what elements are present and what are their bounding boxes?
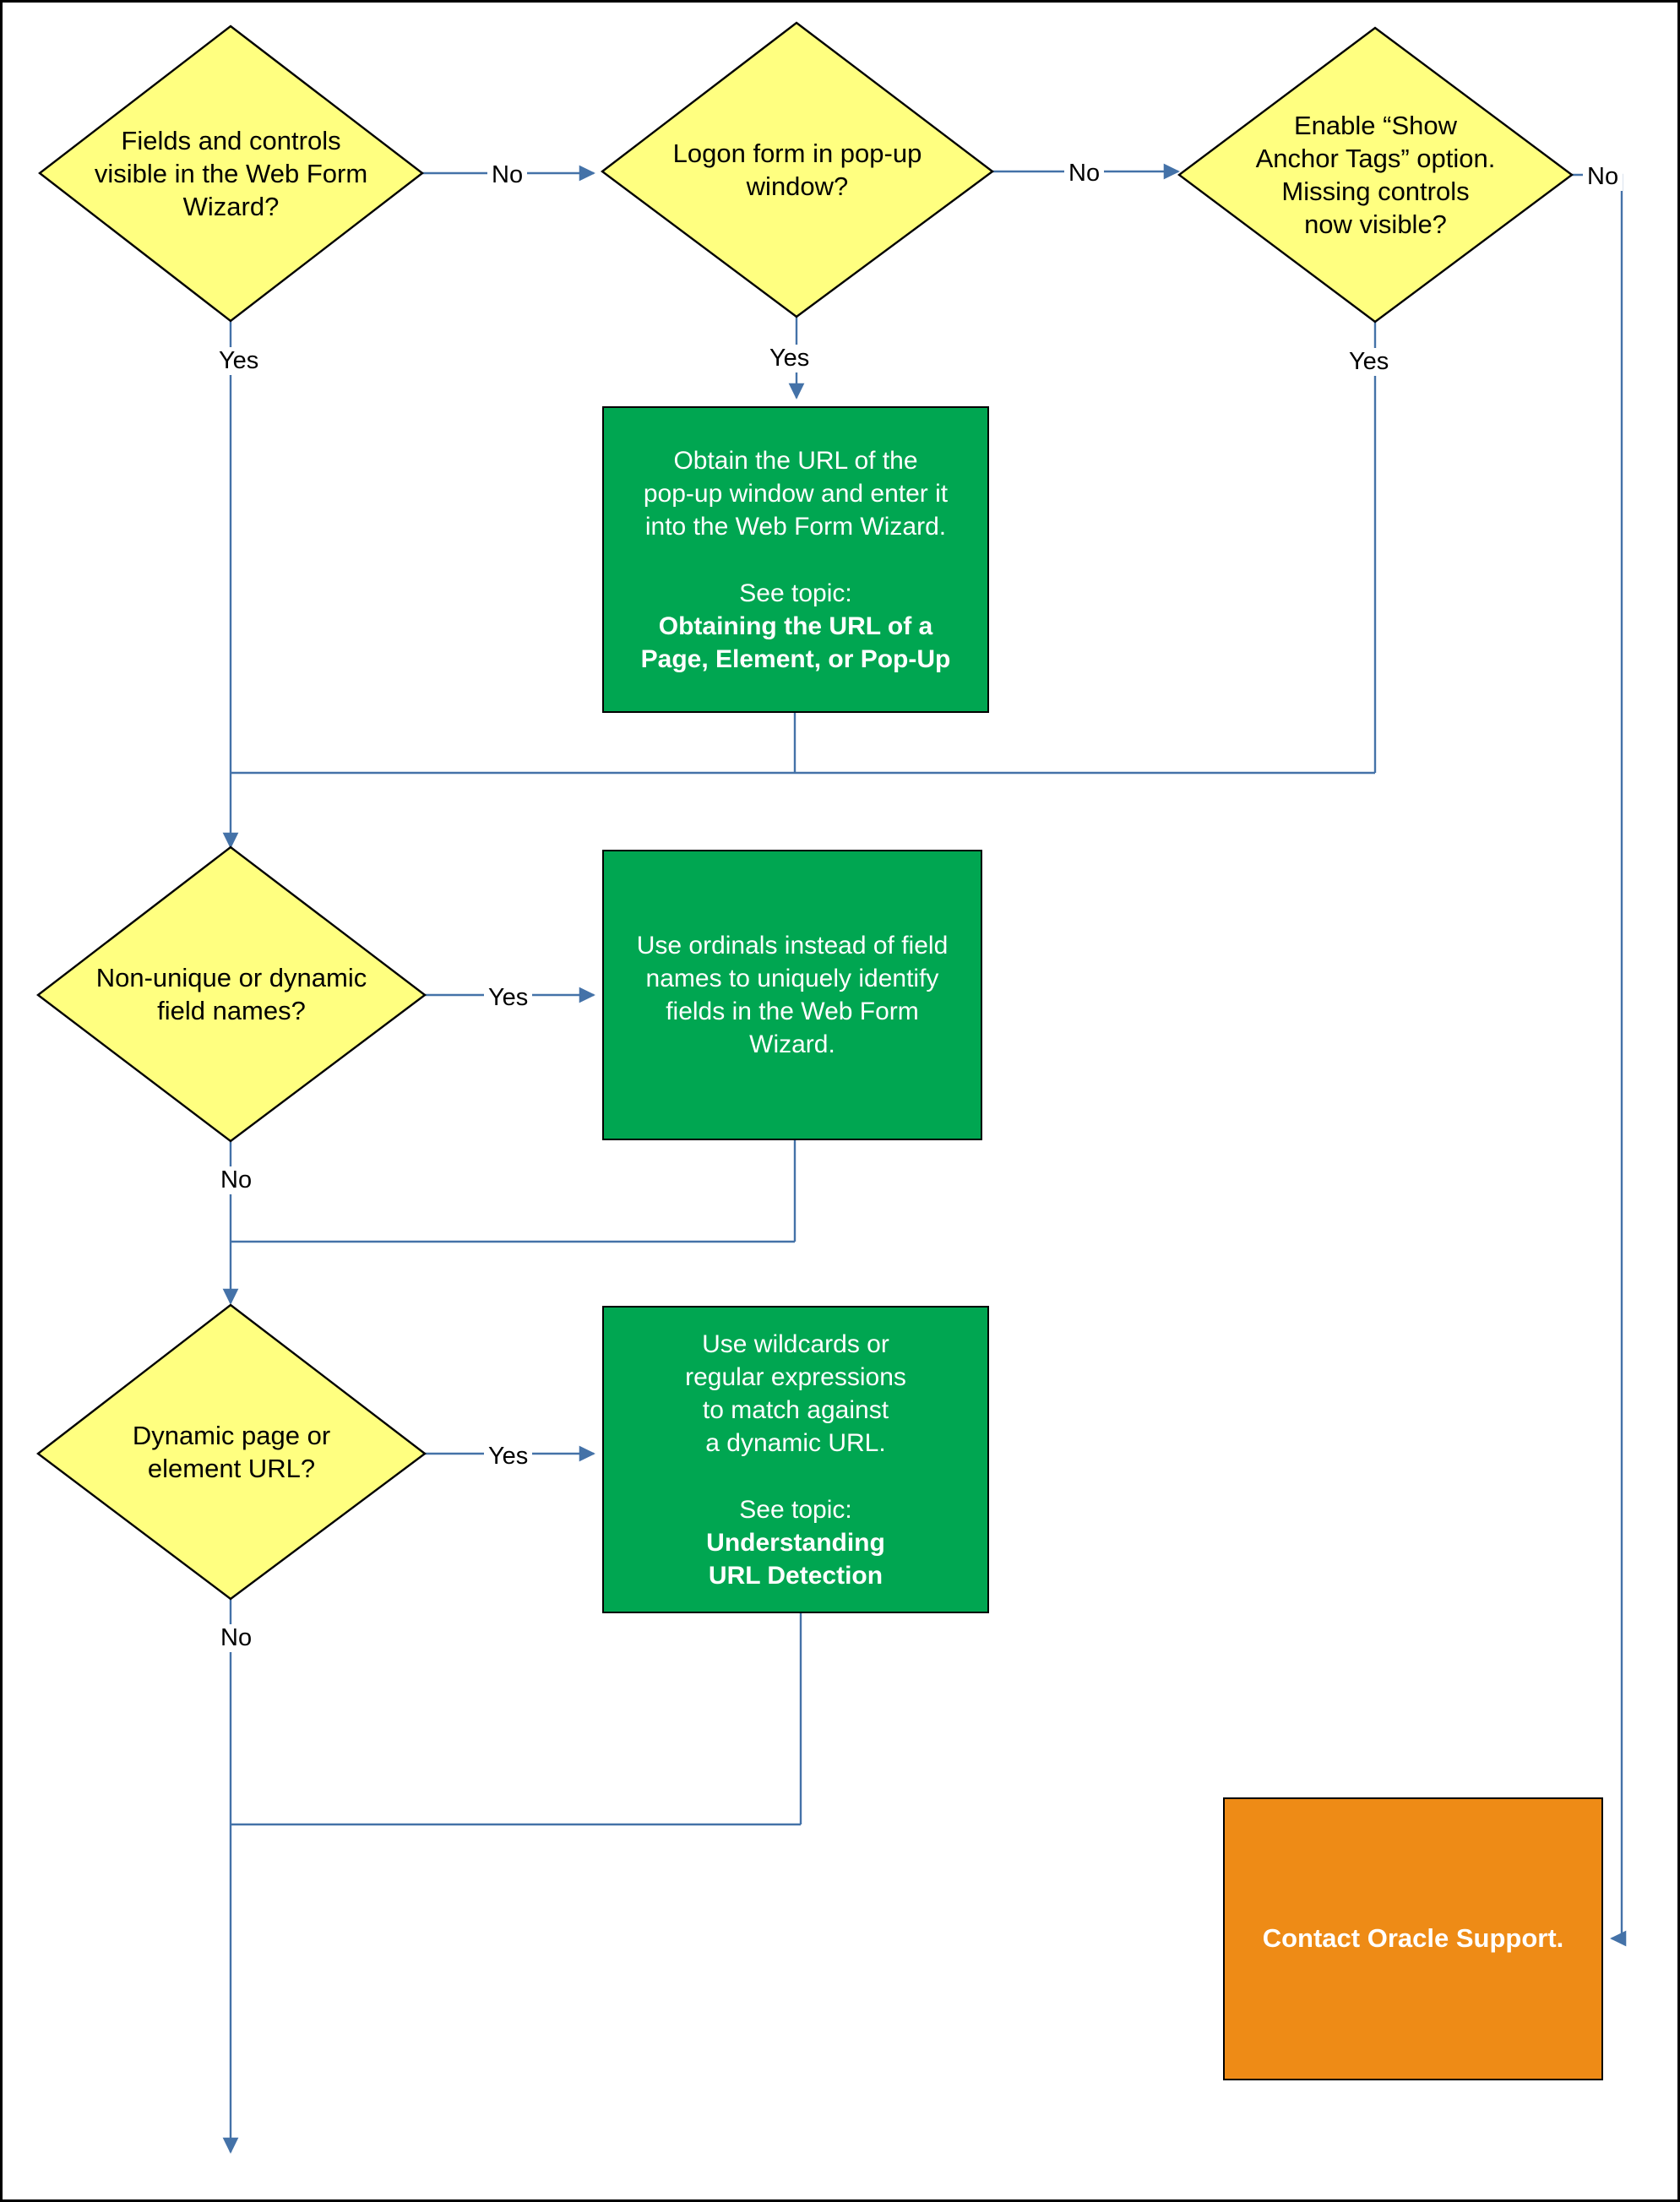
edge-label-d1-yes: Yes bbox=[215, 347, 264, 375]
decision-show-anchor-tags[interactable]: Enable “Show Anchor Tags” option. Missin… bbox=[1179, 28, 1572, 322]
edge-d3-no-to-support bbox=[1572, 173, 1627, 1947]
edge-label-d2-yes: Yes bbox=[765, 345, 814, 372]
action-use-wildcards-text: Use wildcards or regular expressions to … bbox=[685, 1329, 906, 1457]
decision-shape-d5 bbox=[36, 1303, 427, 1601]
decision-dynamic-url-label: Dynamic page or element URL? bbox=[132, 1420, 331, 1483]
decision-shape-d4 bbox=[36, 845, 427, 1143]
edge-label-d2-no: No bbox=[1064, 160, 1105, 188]
terminal-contact-oracle-support[interactable]: Contact Oracle Support. bbox=[1223, 1797, 1603, 2080]
decision-shape-d3 bbox=[1177, 26, 1574, 324]
action-obtain-popup-url[interactable]: Obtain the URL of the pop-up window and … bbox=[602, 406, 989, 713]
decision-logon-popup[interactable]: Logon form in pop-up window? bbox=[602, 23, 992, 317]
action-obtain-popup-url-text: Obtain the URL of the pop-up window and … bbox=[643, 446, 949, 541]
action-use-wildcards-topic-link[interactable]: Understanding URL Detection bbox=[706, 1528, 885, 1590]
edge-label-d3-no: No bbox=[1583, 163, 1623, 191]
decision-shape-d2 bbox=[601, 21, 995, 318]
edge-label-d3-yes: Yes bbox=[1345, 348, 1394, 376]
action-obtain-popup-url-see-topic: See topic: bbox=[739, 579, 852, 607]
edge-label-d4-no: No bbox=[216, 1166, 257, 1194]
decision-dynamic-url[interactable]: Dynamic page or element URL? bbox=[38, 1305, 425, 1599]
action-use-ordinals[interactable]: Use ordinals instead of field names to u… bbox=[602, 850, 982, 1140]
decision-show-anchor-tags-label: Enable “Show Anchor Tags” option. Missin… bbox=[1255, 110, 1496, 240]
decision-nonunique-field-names-label: Non-unique or dynamic field names? bbox=[95, 962, 367, 1025]
decision-logon-popup-label: Logon form in pop-up window? bbox=[672, 138, 922, 201]
decision-shape-d1 bbox=[38, 24, 424, 323]
edge-label-d1-no: No bbox=[487, 161, 528, 189]
edge-label-d5-yes: Yes bbox=[484, 1443, 533, 1471]
decision-fields-visible-label: Fields and controls visible in the Web F… bbox=[94, 125, 368, 222]
action-use-wildcards[interactable]: Use wildcards or regular expressions to … bbox=[602, 1306, 989, 1613]
edge-label-d5-no: No bbox=[216, 1624, 257, 1652]
connector-layer bbox=[36, 21, 1627, 2154]
edge-label-d4-yes: Yes bbox=[484, 984, 533, 1012]
decision-fields-visible[interactable]: Fields and controls visible in the Web F… bbox=[40, 26, 422, 321]
decision-nonunique-field-names[interactable]: Non-unique or dynamic field names? bbox=[38, 847, 425, 1141]
action-use-wildcards-see-topic: See topic: bbox=[739, 1495, 852, 1524]
action-obtain-popup-url-topic-link[interactable]: Obtaining the URL of a Page, Element, or… bbox=[640, 612, 951, 673]
terminal-contact-oracle-support-label: Contact Oracle Support. bbox=[1262, 1923, 1564, 1954]
action-use-ordinals-text: Use ordinals instead of field names to u… bbox=[636, 932, 949, 1058]
